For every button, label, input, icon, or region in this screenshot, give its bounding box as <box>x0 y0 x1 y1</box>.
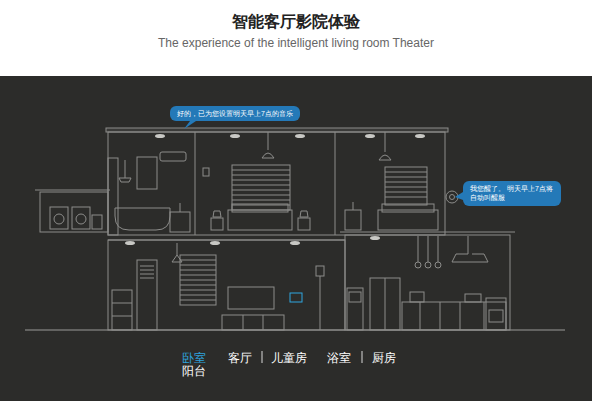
room-tab: 浴室 <box>327 350 351 367</box>
subtitle: The experience of the intelligent living… <box>0 36 592 50</box>
bubble-text: 我您醒了。 明天早上7点将自动叫醒服 <box>470 184 554 203</box>
page-title: 智能客厅影院体验 <box>0 12 592 33</box>
speech-bubble: 好的，已为您设置明天早上7点的音乐 <box>170 106 300 121</box>
bubble-text: 好的，已为您设置明天早上7点的音乐 <box>177 109 293 118</box>
speech-bubble: 我您醒了。 明天早上7点将自动叫醒服 <box>463 181 561 206</box>
room-tab: 客厅 <box>228 350 252 367</box>
room-tab: 厨房 <box>372 350 396 367</box>
room-tab: 儿童房 <box>271 350 307 367</box>
room-tab: 阳台 <box>182 363 206 380</box>
